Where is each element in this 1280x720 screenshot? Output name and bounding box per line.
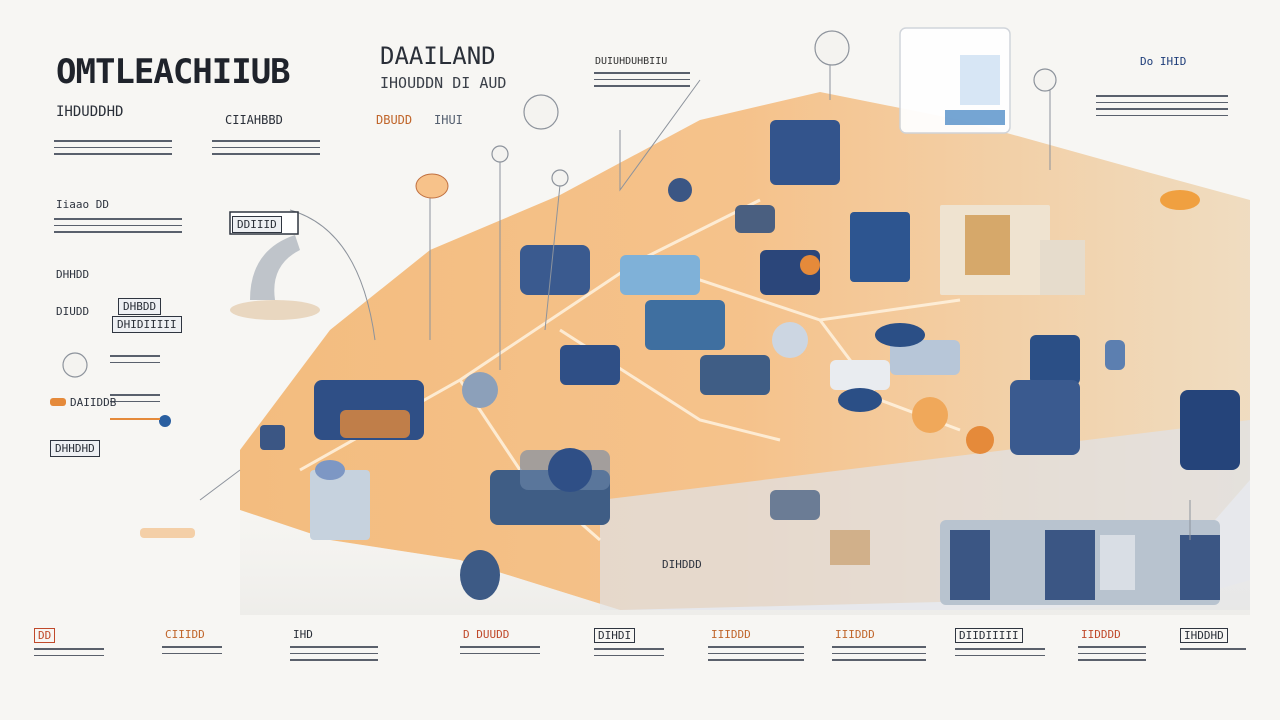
legend-item: DD xyxy=(34,628,104,656)
legend-item: IIDDDD xyxy=(1078,628,1146,661)
right-label-lines xyxy=(1096,95,1228,121)
sidebar-box-2: DHBDD xyxy=(118,298,162,315)
floor-label: DIHDDD xyxy=(662,558,702,571)
sidebar-item-2: DHHDD xyxy=(56,268,90,281)
sidebar-item-5: DHHDHD xyxy=(50,440,100,457)
legend-label: DD xyxy=(34,628,56,643)
page-subtitle: IHDUDDHD xyxy=(56,104,124,120)
label-a: CIIAHBBD xyxy=(225,113,283,127)
legend-label: IHDDHD xyxy=(1180,628,1228,643)
legend-label: DIIDIIIII xyxy=(955,628,1023,643)
legend-item: IIIDDD xyxy=(832,628,926,661)
sidebar-lines-2 xyxy=(110,355,160,368)
tag-orange: DBUDD xyxy=(376,113,413,127)
label-a-lines xyxy=(212,140,320,160)
legend-label: CIIIDD xyxy=(165,628,205,641)
bottom-legend: DD CIIIDD IHD D DUUDD DIHDI IIIDDD IIIDD… xyxy=(0,610,1280,720)
sidebar-lines-1 xyxy=(54,218,182,238)
legend-item: DIHDI xyxy=(594,628,664,656)
sidebar-box-1: DDIIID xyxy=(232,216,282,233)
sidebar-lines-3 xyxy=(110,394,160,407)
right-label: Do IHID xyxy=(1140,55,1187,68)
legend-item: D DUUDD xyxy=(460,628,540,654)
subtitle-lines xyxy=(54,140,172,160)
legend-item: IIIDDD xyxy=(708,628,804,661)
sidebar-box-3: DHIDIIIII xyxy=(112,316,182,333)
sidebar-item-3: DIUDD xyxy=(56,305,90,318)
legend-label: IIDDDD xyxy=(1081,628,1121,641)
sidebar-item-4: DAIIDDB xyxy=(70,396,117,409)
sidebar-item-1: Iiaao DD xyxy=(56,198,109,211)
legend-item: IHDDHD xyxy=(1180,628,1246,650)
furniture-blocks xyxy=(260,120,1240,605)
legend-label: IHD xyxy=(293,628,313,641)
sidebar-lines-4 xyxy=(110,418,160,425)
center-title: DAAILAND xyxy=(380,42,496,70)
legend-item: DIIDIIIII xyxy=(955,628,1045,656)
legend-label: IIIDDD xyxy=(835,628,875,641)
legend-item: IHD xyxy=(290,628,378,661)
legend-item: CIIIDD xyxy=(162,628,222,654)
top-label: DUIUHDUHBIIU xyxy=(595,56,668,67)
legend-label: D DUUDD xyxy=(463,628,510,641)
top-label-lines xyxy=(594,72,690,92)
tag-gray: IHUI xyxy=(434,113,463,127)
legend-label: IIIDDD xyxy=(711,628,751,641)
page-title: OMTLEACHIIUB xyxy=(56,52,291,92)
center-subtitle: IHOUDDN DI AUD xyxy=(380,74,507,92)
legend-label: DIHDI xyxy=(594,628,636,643)
